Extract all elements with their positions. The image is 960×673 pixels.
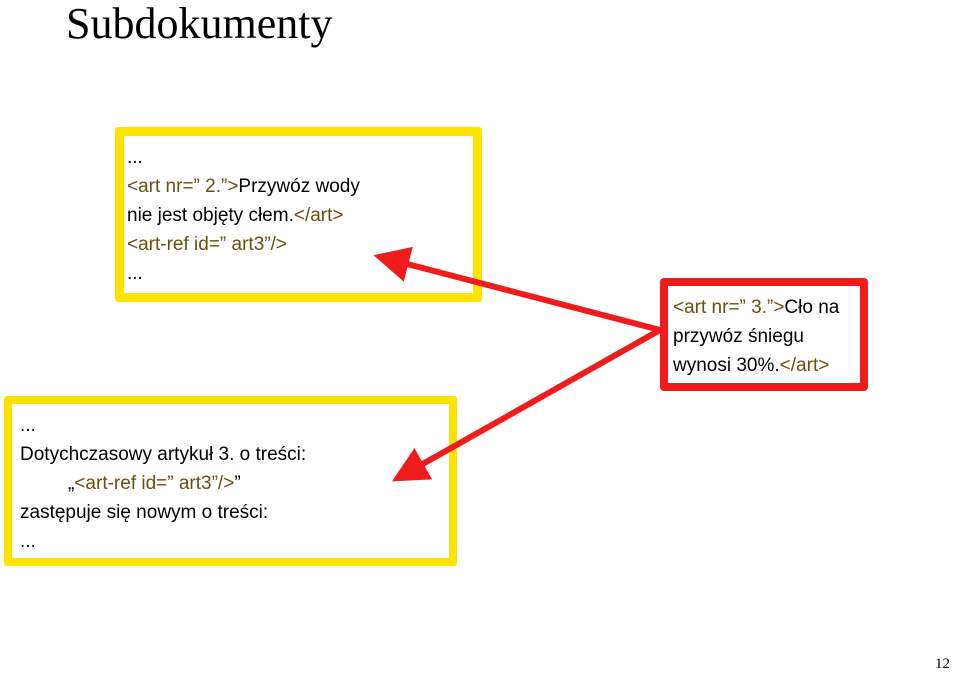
quote-close: ” [234,473,241,494]
article-line: <art nr=” 2.”>Przywóz wody [127,172,360,201]
article-text: Przywóz wody [238,176,360,197]
quote-open: „ [68,473,75,494]
amendment-text: zastępuje się nowym o treści: [20,502,269,523]
article-line: przywóz śniegu [673,322,839,351]
art-ref-line: <art-ref id=” art3”/> [127,230,360,259]
ellipsis: ... [20,531,36,552]
article-text: Cło na [784,297,840,318]
article-text: nie jest objęty cłem. [127,205,294,226]
amendment-document-box [4,396,457,566]
amendment-document-text: ... Dotychczasowy artykuł 3. o treści: „… [20,411,306,556]
article-line: nie jest objęty cłem.</art> [127,201,360,230]
amendment-line: zastępuje się nowym o treści: [20,498,306,527]
article-line: <art nr=” 3.”>Cło na [673,293,839,322]
art-open-tag: <art nr=” 3.”> [673,297,785,318]
subdocument-box [660,278,868,391]
subdocument-text: <art nr=” 3.”>Cło na przywóz śniegu wyno… [673,293,839,380]
arrow-to-amendment [391,327,662,482]
ellipsis: ... [127,147,143,168]
page-number: 12 [935,656,950,672]
art-close-tag: </art> [779,355,830,376]
amendment-line: Dotychczasowy artykuł 3. o treści: [20,440,306,469]
slide-title: Subdokumenty [66,0,333,48]
amendment-text: Dotychczasowy artykuł 3. o treści: [20,444,307,465]
article-text: wynosi 30%. [673,355,780,376]
ellipsis: ... [127,263,143,284]
ellipsis: ... [20,415,36,436]
arrow-to-source [373,246,661,333]
art-close-tag: </art> [293,205,344,226]
art-ref-line: „<art-ref id=” art3”/>” [20,469,306,498]
source-document-box [115,127,482,302]
art-ref-tag: <art-ref id=” art3”/> [127,234,287,255]
art-ref-tag: <art-ref id=” art3”/> [74,473,235,494]
art-open-tag: <art nr=” 2.”> [127,176,239,197]
article-text: przywóz śniegu [673,326,804,347]
source-document-text: ... <art nr=” 2.”>Przywóz wody nie jest … [127,143,360,288]
article-line: wynosi 30%.</art> [673,351,839,380]
